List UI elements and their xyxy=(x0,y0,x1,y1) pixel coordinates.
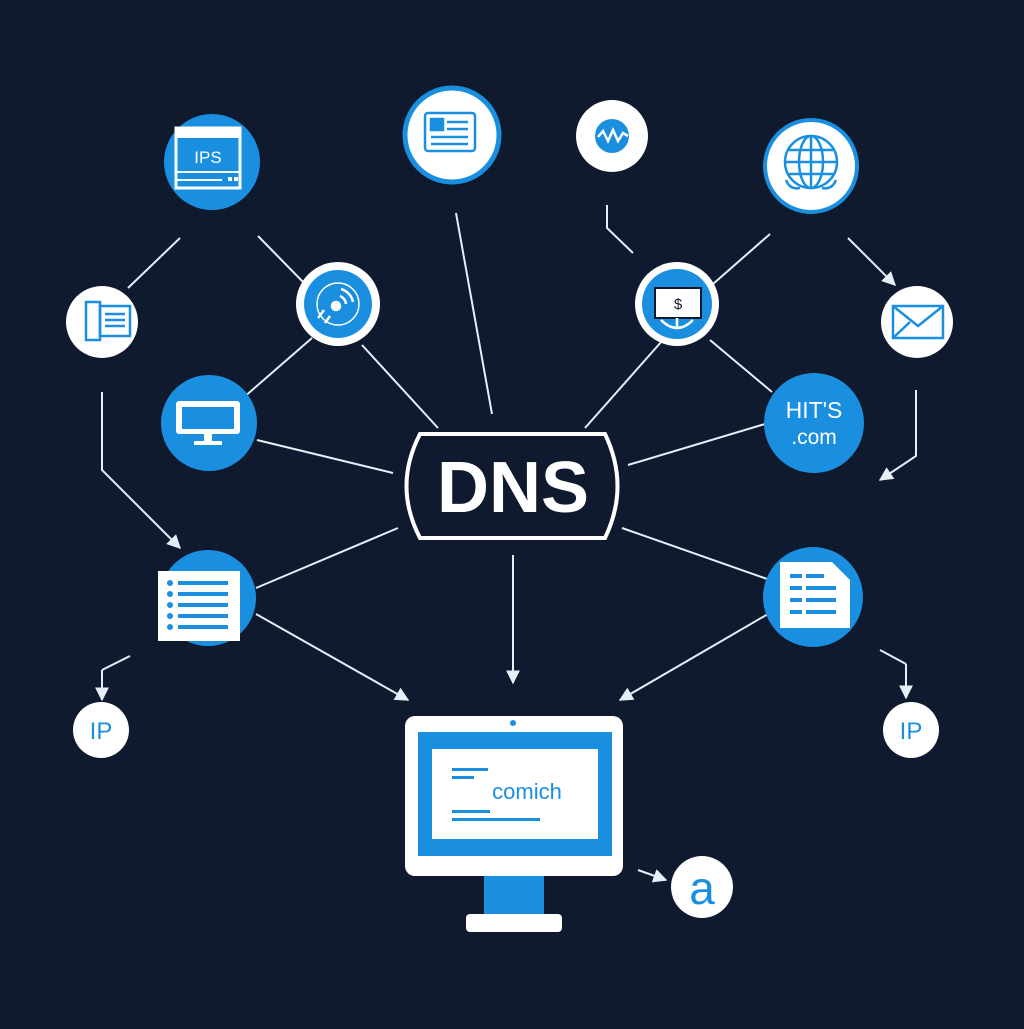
dns-label: DNS xyxy=(437,448,589,528)
arrow-computer-to-at xyxy=(637,869,668,883)
connector-wave-bend xyxy=(606,205,634,254)
arrow-doc-to-list xyxy=(101,392,181,549)
list-icon xyxy=(158,571,240,641)
domain-label-line1: HIT'S xyxy=(786,397,843,423)
connector-ip-left-top xyxy=(101,655,131,671)
signal-icon xyxy=(316,282,360,326)
document-icon xyxy=(84,300,132,342)
arrow-file-to-computer xyxy=(618,613,769,701)
arrow-list-to-computer xyxy=(255,613,410,701)
connector-domain-to-dns xyxy=(627,423,766,466)
connector-dollar-to-domain xyxy=(709,339,773,393)
at-label: a xyxy=(689,862,715,914)
dollar-globe-icon: $ xyxy=(654,287,702,330)
ip-left-label: IP xyxy=(90,718,113,745)
node-signal xyxy=(296,262,380,346)
node-doc-top xyxy=(402,85,502,185)
dns-hub: DNS xyxy=(404,432,620,540)
svg-text:$: $ xyxy=(674,296,683,313)
node-globe xyxy=(763,118,859,214)
node-doc-left xyxy=(66,286,138,358)
node-monitor xyxy=(161,375,257,471)
connector-dns-to-file xyxy=(621,527,771,581)
globe-icon xyxy=(783,134,839,190)
domain-label-line2: .com xyxy=(791,426,837,449)
node-ips-server: IPS xyxy=(164,114,260,210)
desktop-monitor-icon: comich xyxy=(405,716,623,932)
connector-satellite-to-dns xyxy=(361,344,439,429)
document-card-icon xyxy=(423,111,477,153)
connector-monitor-to-dns xyxy=(256,439,394,474)
node-file xyxy=(763,547,863,647)
connector-doc-to-dns xyxy=(455,212,493,415)
arrow-mail-to-domain xyxy=(878,390,917,481)
node-waveform xyxy=(576,100,648,172)
server-icon xyxy=(174,126,242,190)
node-ip-right: IP xyxy=(883,702,939,758)
arrow-globe-to-mail xyxy=(847,237,896,286)
ips-label: IPS xyxy=(194,148,221,167)
node-ip-left: IP xyxy=(73,702,129,758)
node-domain: HIT'S .com xyxy=(764,373,864,473)
computer-screen-text: comich xyxy=(492,779,562,804)
connector-ips-to-satellite xyxy=(257,235,306,285)
connector-dns-to-list xyxy=(255,527,399,589)
connector-satellite-to-monitor xyxy=(242,337,313,399)
arrows xyxy=(95,237,917,883)
monitor-icon xyxy=(176,401,240,445)
node-at: a xyxy=(671,856,733,918)
connectors xyxy=(101,205,907,671)
waveform-icon xyxy=(595,119,629,153)
connector-globe-to-dollar xyxy=(712,233,771,285)
envelope-icon xyxy=(891,304,945,340)
connector-ips-to-doc xyxy=(127,237,181,289)
spreadsheet-icon xyxy=(780,562,850,628)
node-mail xyxy=(881,286,953,358)
connector-ip-right-top xyxy=(879,649,907,665)
ip-right-label: IP xyxy=(900,718,923,745)
node-list xyxy=(158,550,256,646)
connector-dollar-to-dns xyxy=(584,340,663,429)
node-dollar: $ xyxy=(635,262,719,346)
